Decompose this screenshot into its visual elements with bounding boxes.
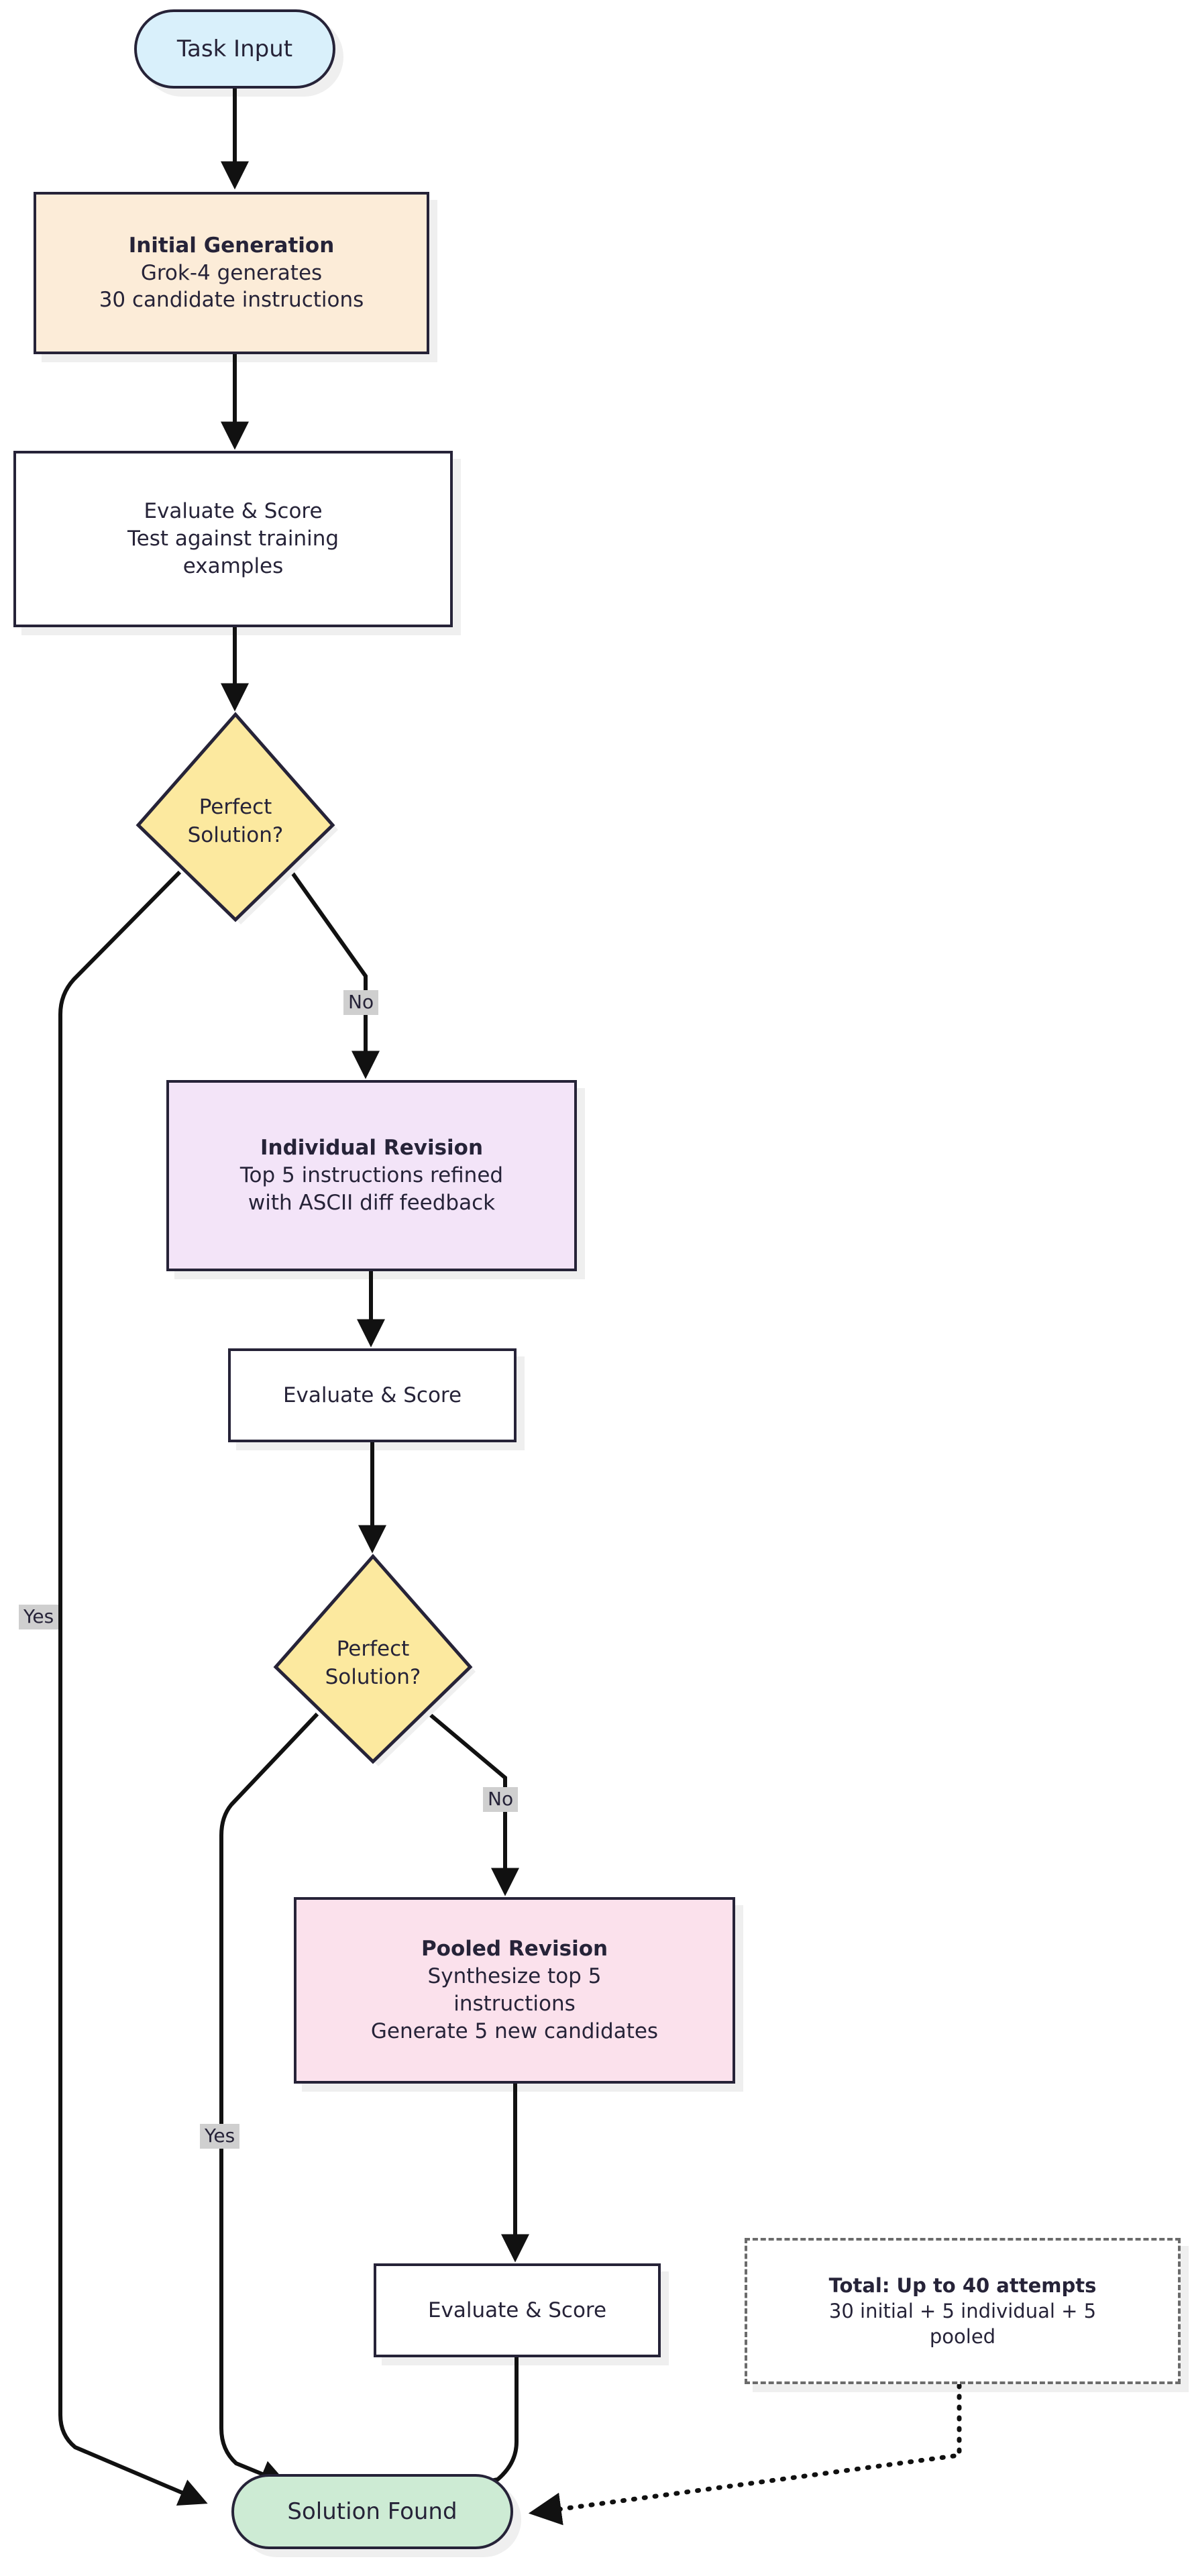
node-evaluate-score-2[interactable]: Evaluate & Score xyxy=(228,1348,517,1442)
node-evaluate-score-3[interactable]: Evaluate & Score xyxy=(374,2263,661,2357)
edge-decision1-yes xyxy=(58,870,208,2506)
node-solution-found[interactable]: Solution Found xyxy=(231,2474,513,2549)
initial-generation-title: Initial Generation xyxy=(128,233,335,258)
node-evaluate-score-1[interactable]: Evaluate & Score Test against training e… xyxy=(13,451,453,627)
total-note-title: Total: Up to 40 attempts xyxy=(828,2273,1097,2297)
diamond-2-shape xyxy=(273,1554,476,1766)
node-pooled-revision[interactable]: Pooled Revision Synthesize top 5 instruc… xyxy=(294,1897,735,2084)
node-individual-revision[interactable]: Individual Revision Top 5 instructions r… xyxy=(166,1080,577,1271)
evaluate-score-2-line1: Evaluate & Score xyxy=(282,1383,462,1407)
node-decision-perfect-solution-2[interactable]: Perfect Solution? xyxy=(265,1553,481,1774)
node-task-input[interactable]: Task Input xyxy=(134,9,335,89)
edge-label-yes-1: Yes xyxy=(19,1605,59,1629)
solution-found-label: Solution Found xyxy=(287,2498,457,2525)
initial-generation-line3: 30 candidate instructions xyxy=(99,288,364,313)
total-note-line2: 30 initial + 5 individual + 5 xyxy=(828,2299,1097,2322)
edge-decision2-no xyxy=(428,1712,519,1896)
edge-label-no-2: No xyxy=(483,1787,519,1812)
individual-revision-title: Individual Revision xyxy=(260,1136,484,1161)
evaluate-score-3-line1: Evaluate & Score xyxy=(427,2298,607,2322)
node-decision-perfect-solution-1[interactable]: Perfect Solution? xyxy=(127,711,343,932)
pooled-revision-line3: instructions xyxy=(453,1992,576,2016)
node-total-note: Total: Up to 40 attempts 30 initial + 5 … xyxy=(745,2238,1181,2384)
edge-eval3-to-solution xyxy=(402,2357,519,2507)
edge-label-no-1: No xyxy=(343,990,379,1015)
edge-label-yes-2: Yes xyxy=(200,2124,240,2149)
evaluate-score-1-line3: examples xyxy=(182,553,284,578)
total-note-line3: pooled xyxy=(929,2325,996,2349)
pooled-revision-line4: Generate 5 new candidates xyxy=(370,2019,659,2043)
edge-decision1-no xyxy=(290,871,380,1079)
individual-revision-line3: with ASCII diff feedback xyxy=(248,1190,496,1215)
node-initial-generation[interactable]: Initial Generation Grok-4 generates 30 c… xyxy=(34,192,429,354)
individual-revision-line2: Top 5 instructions refined xyxy=(239,1163,504,1188)
diamond-1-shape xyxy=(136,712,338,924)
initial-generation-line2: Grok-4 generates xyxy=(140,260,323,285)
pooled-revision-title: Pooled Revision xyxy=(421,1937,608,1962)
evaluate-score-1-line2: Test against training xyxy=(127,527,339,551)
edge-note-to-solution xyxy=(528,2383,962,2526)
edge-decision2-yes xyxy=(219,1712,319,2487)
pooled-revision-line2: Synthesize top 5 xyxy=(427,1964,602,1989)
task-input-label: Task Input xyxy=(176,35,293,62)
evaluate-score-1-line1: Evaluate & Score xyxy=(144,499,323,524)
